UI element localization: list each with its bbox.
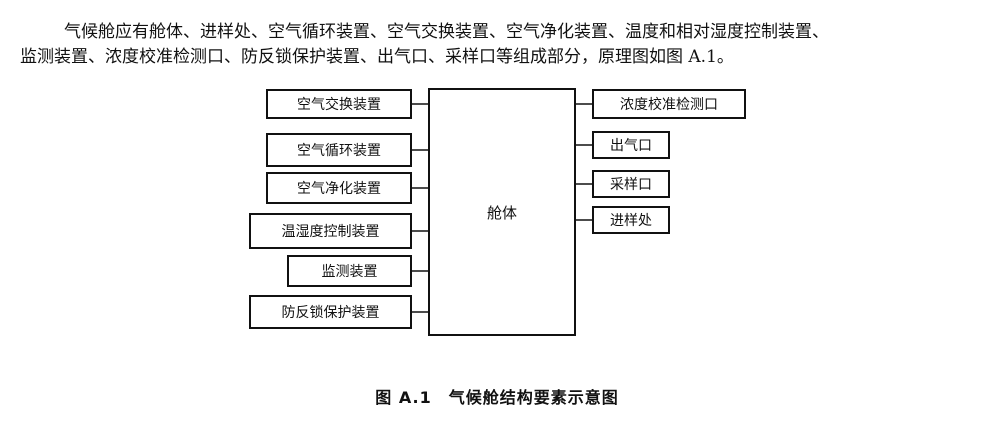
anti-lock-protection-label: 防反锁保护装置 (281, 305, 380, 321)
sampling-port-box: 采样口 (592, 170, 670, 198)
air-circulation-box: 空气循环装置 (266, 133, 412, 167)
paragraph-line-1: 气候舱应有舱体、进样处、空气循环装置、空气交换装置、空气净化装置、温度和相对湿度… (64, 22, 829, 42)
air-purification-box: 空气净化装置 (266, 172, 412, 204)
air-circulation-label: 空气循环装置 (297, 143, 381, 159)
intro-paragraph: 气候舱应有舱体、进样处、空气循环装置、空气交换装置、空气净化装置、温度和相对湿度… (20, 20, 980, 70)
calibration-port-label: 浓度校准检测口 (620, 97, 718, 113)
air-purification-label: 空气净化装置 (297, 181, 381, 197)
sample-inlet-label: 进样处 (610, 213, 652, 229)
outlet-label: 出气口 (610, 138, 652, 154)
air-exchange-box: 空气交换装置 (266, 89, 412, 119)
chamber-body-label: 舱体 (486, 203, 517, 222)
sample-inlet-box: 进样处 (592, 206, 670, 234)
paragraph-line-2: 监测装置、浓度校准检测口、防反锁保护装置、出气口、采样口等组成部分，原理图如图 … (20, 47, 734, 67)
anti-lock-protection-box: 防反锁保护装置 (249, 295, 412, 329)
outlet-box: 出气口 (592, 131, 670, 159)
figure-caption: 图 A.1 气候舱结构要素示意图 (375, 388, 619, 407)
air-exchange-label: 空气交换装置 (297, 97, 381, 113)
monitoring-label: 监测装置 (321, 264, 378, 280)
sampling-port-label: 采样口 (610, 177, 652, 193)
calibration-port-box: 浓度校准检测口 (592, 89, 746, 119)
chamber-body-box: 舱体 (428, 88, 576, 336)
temp-humidity-control-label: 温湿度控制装置 (281, 224, 380, 240)
temp-humidity-control-box: 温湿度控制装置 (249, 213, 412, 249)
monitoring-box: 监测装置 (287, 255, 412, 287)
